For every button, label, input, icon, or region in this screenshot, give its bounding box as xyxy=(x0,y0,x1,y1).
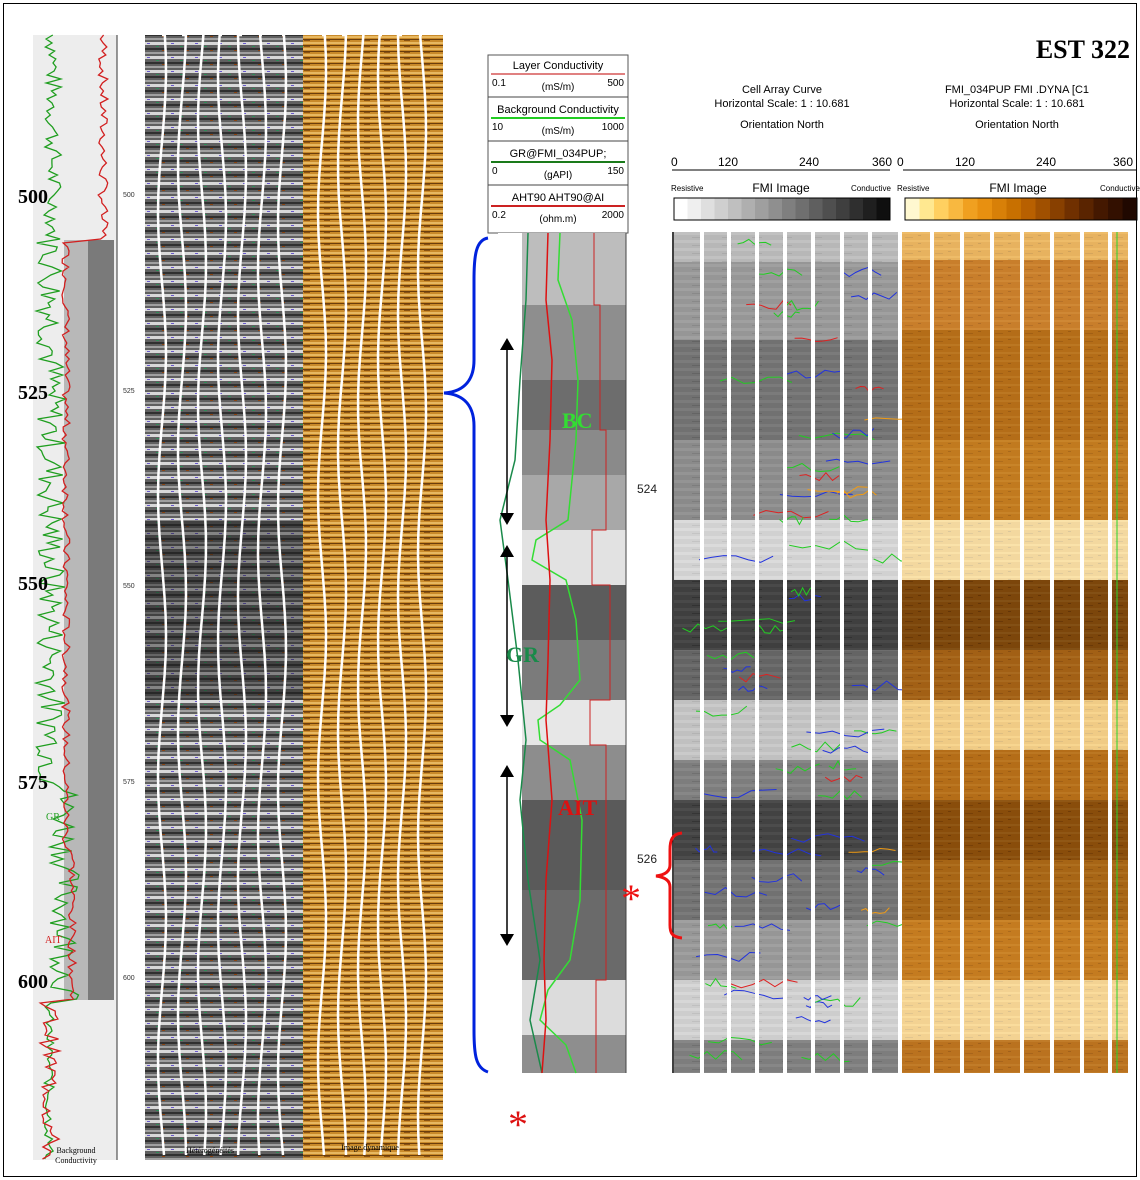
scale-left-0: 0 xyxy=(671,155,678,169)
legend-title-3: AHT90 AHT90@AI xyxy=(512,192,604,204)
scale-right-0: 0 xyxy=(897,155,904,169)
svg-text:1000: 1000 xyxy=(602,122,625,133)
small-depth-600: 600 xyxy=(123,975,135,982)
svg-text:10: 10 xyxy=(492,122,504,133)
bc-label: BC xyxy=(562,408,593,433)
fmi-header-orientation: Orientation North xyxy=(975,119,1059,131)
red-asterisk-right: * xyxy=(621,876,641,921)
cell-header-orientation: Orientation North xyxy=(740,119,824,131)
scale-right-240: 240 xyxy=(1036,155,1056,169)
svg-text:0: 0 xyxy=(492,166,498,177)
scale-left-360: 360 xyxy=(872,155,892,169)
bc-curve xyxy=(531,232,583,1074)
figure-frame xyxy=(3,3,1137,1177)
svg-text:2000: 2000 xyxy=(602,210,625,221)
depth-brace xyxy=(443,236,489,1074)
layer-conductivity-blocks xyxy=(522,233,626,1073)
cb-right-resistive: Resistive xyxy=(897,184,930,193)
depth-label-600: 600 xyxy=(18,971,48,993)
gr-curve xyxy=(499,232,543,1074)
svg-text:150: 150 xyxy=(607,166,624,177)
fmi-dynamic-image xyxy=(902,232,1128,1073)
cell-array-image xyxy=(672,232,937,1073)
well-name: EST 322 xyxy=(1036,35,1130,64)
cb-left-label: FMI Image xyxy=(752,181,810,195)
cb-right-label: FMI Image xyxy=(989,181,1047,195)
colorbar-gray: Resistive FMI Image Conductive xyxy=(671,181,892,221)
cb-left-resistive: Resistive xyxy=(671,184,704,193)
right-panel: EST 322 Cell Array Curve Horizontal Scal… xyxy=(621,35,1140,1073)
left-depth-labels: 500 525 550 575 600 xyxy=(18,186,48,993)
svg-text:(mS/m): (mS/m) xyxy=(542,126,575,137)
middle-log-track xyxy=(498,232,627,1074)
colorbar-orange: Resistive FMI Image Conductive xyxy=(897,181,1140,221)
scale-right-120: 120 xyxy=(955,155,975,169)
cb-left-conductive: Conductive xyxy=(851,184,892,193)
het-pad-gaps xyxy=(156,33,288,1156)
scale-left-240: 240 xyxy=(799,155,819,169)
ait-label: AIT xyxy=(558,795,597,820)
gr-curve-left xyxy=(33,34,80,1160)
track-image-dynamique xyxy=(303,33,443,1160)
interval-arrows xyxy=(500,338,514,946)
svg-text:(gAPI): (gAPI) xyxy=(544,170,572,181)
cell-array-header: Cell Array Curve Horizontal Scale: 1 : 1… xyxy=(714,84,849,131)
track-title-het: Hétérogénéités xyxy=(186,1146,234,1155)
svg-text:(ohm.m): (ohm.m) xyxy=(539,214,576,225)
red-interval-brace xyxy=(655,831,683,940)
legend-title-0: Layer Conductivity xyxy=(513,60,604,72)
depth-label-526: 526 xyxy=(637,852,657,866)
small-depth-scale: 500 525 550 575 600 xyxy=(123,192,135,982)
track-heterogeneites xyxy=(145,33,303,1160)
middle-panel: Layer Conductivity 0.1 (mS/m) 500Background… xyxy=(443,54,629,1147)
legend-title-2: GR@FMI_034PUP; xyxy=(510,148,607,160)
depth-label-524: 524 xyxy=(637,482,657,496)
fmi-header: FMI_034PUP FMI .DYNA [C1 Horizontal Scal… xyxy=(945,84,1089,131)
svg-text:(mS/m): (mS/m) xyxy=(542,82,575,93)
depth-label-575: 575 xyxy=(18,772,48,794)
svg-text:500: 500 xyxy=(607,78,624,89)
left-panel: 500 525 550 575 600 GR AIT 500 525 550 5… xyxy=(18,33,443,1165)
ait-curve-left xyxy=(38,34,110,1160)
small-depth-550: 550 xyxy=(123,583,135,590)
svg-text:0.1: 0.1 xyxy=(492,78,506,89)
cell-header-title: Cell Array Curve xyxy=(742,84,822,96)
gr-label: GR xyxy=(506,642,540,667)
track-background-conductivity xyxy=(33,34,118,1160)
fmi-header-title: FMI_034PUP FMI .DYNA [C1 xyxy=(945,84,1089,96)
cb-right-conductive: Conductive xyxy=(1100,184,1140,193)
gr-curve-tag: GR xyxy=(46,812,60,823)
azimuth-scales: 0 120 240 360 0 120 240 360 xyxy=(671,155,1136,171)
scale-left-120: 120 xyxy=(718,155,738,169)
cell-header-scale: Horizontal Scale: 1 : 10.681 xyxy=(714,98,849,110)
svg-text:0.2: 0.2 xyxy=(492,210,506,221)
fmi-header-scale: Horizontal Scale: 1 : 10.681 xyxy=(949,98,1084,110)
middle-legend: Layer Conductivity 0.1 (mS/m) 500Background… xyxy=(487,54,629,234)
depth-label-550: 550 xyxy=(18,573,48,595)
dyn-pad-gaps xyxy=(316,33,428,1156)
legend-title-1: Background Conductivity xyxy=(497,104,619,116)
track-title-dyn: Image dynamique xyxy=(341,1143,399,1152)
depth-label-500: 500 xyxy=(18,186,48,208)
small-depth-500: 500 xyxy=(123,192,135,199)
red-asterisk-bottom: * xyxy=(508,1102,528,1147)
small-depth-575: 575 xyxy=(123,779,135,786)
ait-curve xyxy=(541,232,553,1074)
small-depth-525: 525 xyxy=(123,388,135,395)
ait-curve-tag: AIT xyxy=(45,935,62,946)
depth-label-525: 525 xyxy=(18,382,48,404)
scale-right-360: 360 xyxy=(1113,155,1133,169)
